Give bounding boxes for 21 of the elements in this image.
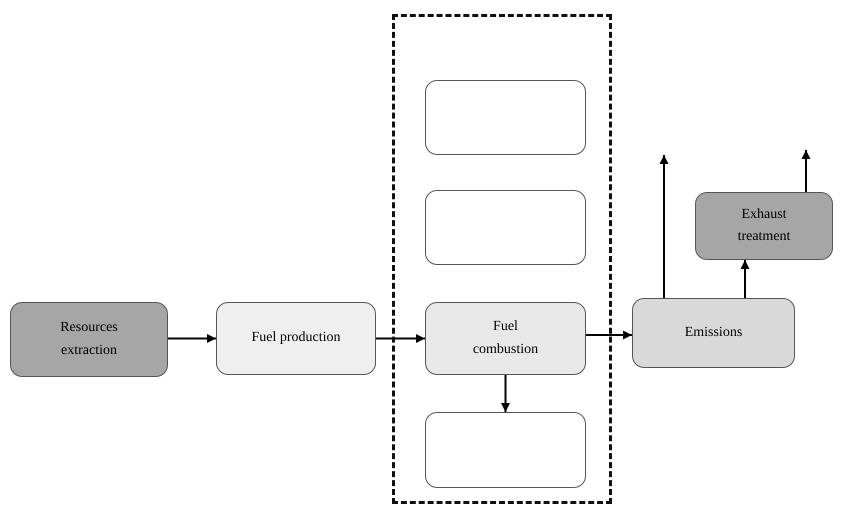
dashed-group-frame [392, 14, 612, 504]
process-box [632, 298, 795, 368]
process-box [695, 192, 833, 260]
arrow [376, 334, 425, 343]
process-box [425, 302, 586, 375]
box-label: Resources extraction [59, 319, 119, 360]
arrow [660, 155, 668, 298]
process-box [10, 302, 168, 377]
box-label: Exhaust treatment [736, 206, 792, 246]
process-box [216, 302, 376, 375]
empty-box [425, 412, 586, 488]
arrow [586, 330, 632, 340]
arrow [168, 334, 216, 343]
box-label: Fuel production [250, 329, 342, 348]
box-label: Fuel combustion [472, 318, 540, 358]
empty-box [425, 190, 586, 265]
arrow [802, 150, 810, 192]
empty-box [425, 80, 586, 155]
box-label: Emissions [684, 324, 744, 342]
arrow [501, 375, 510, 412]
arrow [740, 260, 750, 298]
